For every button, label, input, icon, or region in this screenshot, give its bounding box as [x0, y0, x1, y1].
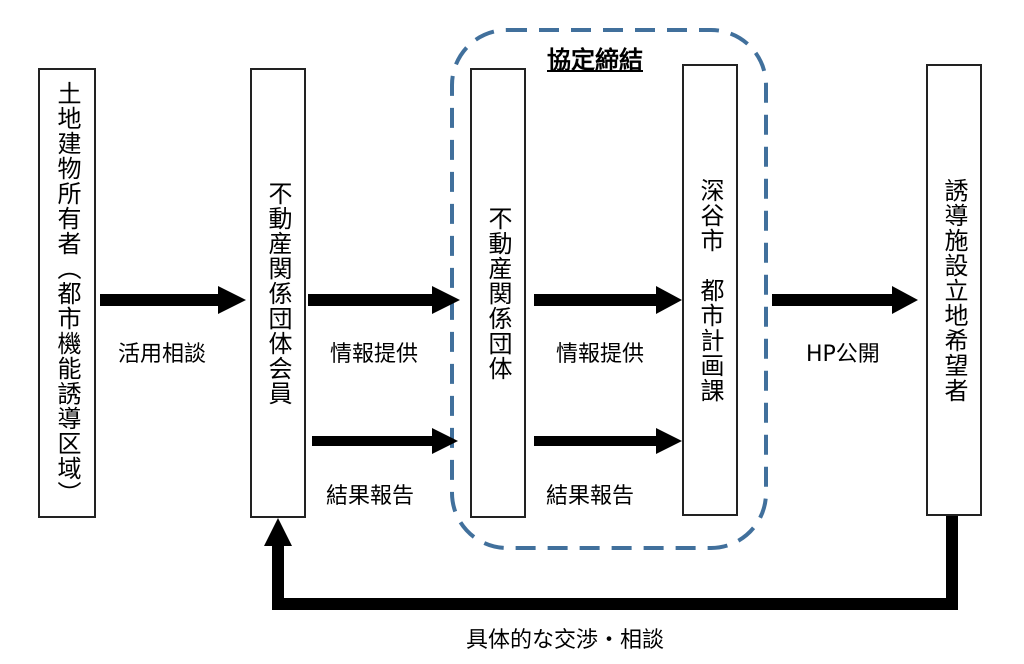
agreement-group-title: 協定締結 — [547, 46, 643, 74]
agreement-group-border — [450, 28, 768, 550]
city-box: 深谷市 都市計画課 — [682, 64, 738, 516]
negotiate-label: 具体的な交渉・相談 — [466, 628, 665, 653]
member-box: 不動産関係団体会員 — [250, 68, 306, 518]
arrow-member-to-association-report — [312, 428, 458, 454]
member-label: 不動産関係団体会員 — [264, 180, 292, 406]
arrow-association-to-city-info — [534, 286, 682, 314]
info-label-1: 情報提供 — [330, 342, 419, 367]
consult-label: 活用相談 — [118, 342, 207, 367]
city-label: 深谷市 都市計画課 — [696, 177, 724, 403]
applicant-label: 誘導施設立地希望者 — [940, 177, 968, 403]
association-box: 不動産関係団体 — [470, 68, 526, 518]
arrow-owner-to-member — [100, 286, 246, 314]
info-label-2: 情報提供 — [556, 342, 645, 367]
arrow-member-to-association-info — [308, 286, 460, 314]
hp-label: HP公開 — [806, 342, 880, 367]
association-label: 不動産関係団体 — [484, 205, 512, 381]
owner-label: 土地建物所有者︵都市機能誘導区域︶ — [53, 80, 81, 506]
applicant-box: 誘導施設立地希望者 — [926, 64, 982, 516]
report-label-1: 結果報告 — [326, 484, 415, 509]
arrow-city-to-applicant — [772, 286, 918, 314]
owner-box: 土地建物所有者︵都市機能誘導区域︶ — [38, 68, 96, 518]
report-label-2: 結果報告 — [546, 484, 635, 509]
arrow-applicant-to-member-feedback — [264, 514, 958, 610]
arrow-association-to-city-report — [534, 428, 682, 454]
